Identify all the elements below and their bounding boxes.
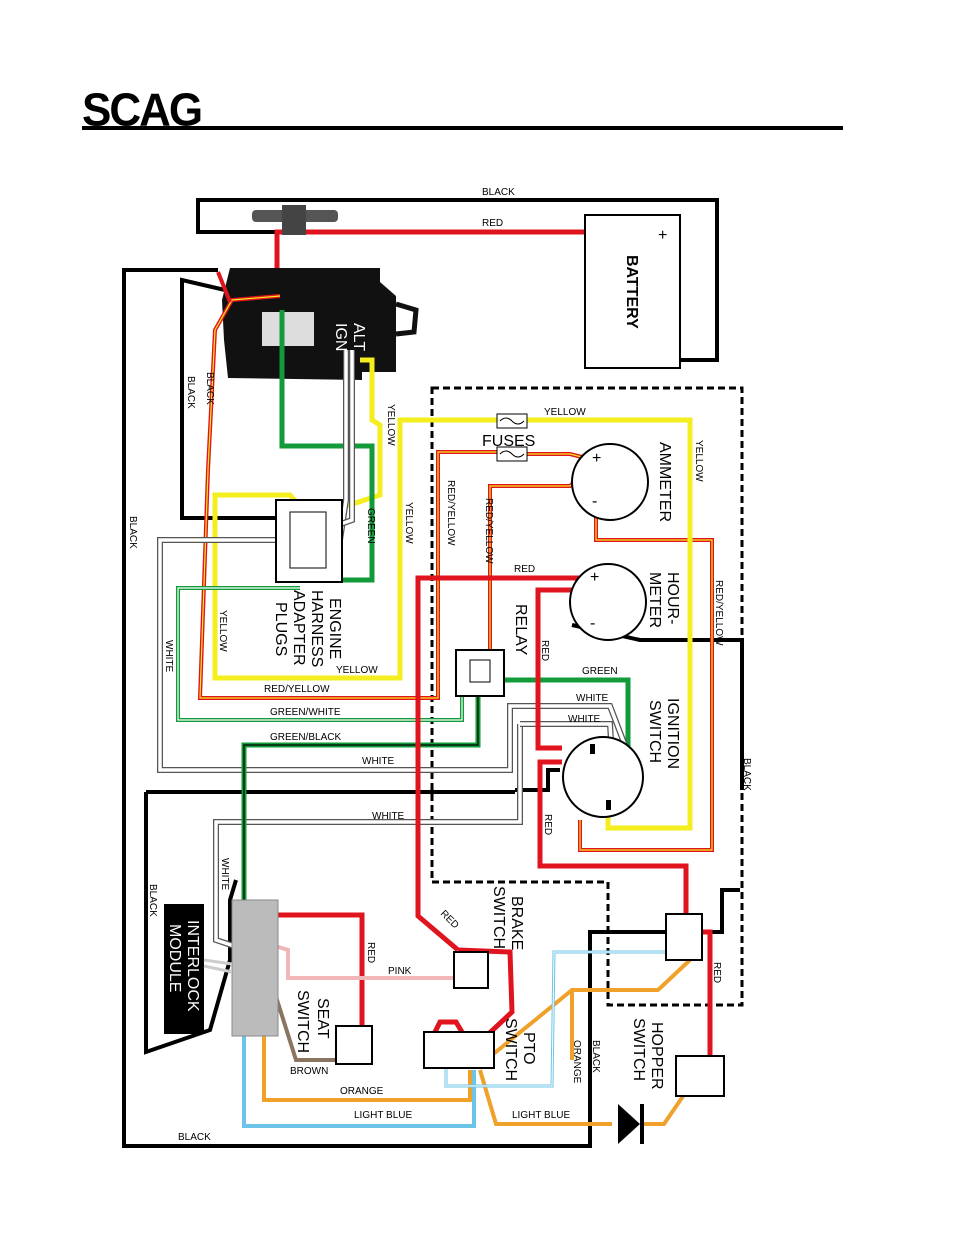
ign-label: IGN xyxy=(332,323,349,351)
label-brown: BROWN xyxy=(290,1066,328,1077)
label-red-hopper: RED xyxy=(711,962,722,983)
plug-terminal xyxy=(289,511,327,569)
label-yellow-alt: YELLOW xyxy=(385,404,396,446)
hour-label-1: HOUR- xyxy=(664,572,681,624)
label-orange: ORANGE xyxy=(340,1086,384,1097)
fuses xyxy=(496,413,528,462)
ignition-terminal-1 xyxy=(590,744,595,754)
battery-plus-icon: + xyxy=(658,227,667,244)
label-white-vert: WHITE xyxy=(219,858,230,891)
ammeter-minus-icon: - xyxy=(592,493,597,510)
label-yellow-fuse: YELLOW xyxy=(544,407,586,418)
ammeter-plus-icon: + xyxy=(592,450,601,467)
ignition-terminal-2 xyxy=(606,800,611,810)
label-red-yellow-2: RED/YELLOW xyxy=(483,498,494,564)
engine-label-3: ADAPTER xyxy=(290,590,307,666)
hour-plus-icon: + xyxy=(590,569,599,586)
green-white-wire xyxy=(176,586,464,722)
label-black-eng1: BLACK xyxy=(204,372,215,405)
alt-label: ALT xyxy=(350,323,367,351)
label-red-hour: RED xyxy=(539,640,550,661)
hopper-connector xyxy=(665,913,703,961)
brake-switch xyxy=(453,951,489,989)
label-black-top: BLACK xyxy=(482,187,515,198)
relay-label: RELAY xyxy=(512,604,529,656)
label-black-ign: BLACK xyxy=(741,758,752,791)
wire-labels: BLACK RED BLACK BLACK BLACK YELLOW GREEN… xyxy=(127,187,752,1143)
light-blue-wires xyxy=(242,950,666,1128)
label-black-inter: BLACK xyxy=(147,884,158,917)
brake-label-1: BRAKE xyxy=(508,896,525,950)
hopper-switch xyxy=(675,1055,725,1097)
label-green-white: GREEN/WHITE xyxy=(270,707,341,718)
label-red-top: RED xyxy=(482,218,503,229)
label-black-eng2: BLACK xyxy=(185,376,196,409)
pto-label-2: SWITCH xyxy=(502,1018,519,1081)
pink-wire xyxy=(271,943,460,980)
green-black-wire xyxy=(241,690,481,915)
label-black-bottom: BLACK xyxy=(178,1132,211,1143)
pto-label-1: PTO xyxy=(520,1032,537,1065)
relay xyxy=(455,649,505,697)
label-green-black: GREEN/BLACK xyxy=(270,732,341,743)
interlock-connector xyxy=(231,899,279,1037)
interlock-cable xyxy=(203,958,233,974)
label-white-left: WHITE xyxy=(163,640,174,673)
hopper-label-2: SWITCH xyxy=(630,1018,647,1081)
label-red-brake: RED xyxy=(438,908,461,931)
ignition-label-1: IGNITION xyxy=(664,698,681,769)
label-red-ign: RED xyxy=(542,814,553,835)
engine-label-2: HARNESS xyxy=(308,590,325,667)
label-red-yellow-right: RED/YELLOW xyxy=(713,580,724,646)
label-light-blue2: LIGHT BLUE xyxy=(512,1110,570,1121)
seat-switch xyxy=(335,1025,373,1065)
ignition-switch xyxy=(562,736,644,818)
hour-meter xyxy=(569,563,647,641)
label-green-ign: GREEN xyxy=(582,666,618,677)
battery-label: BATTERY xyxy=(623,255,640,329)
hopper-label-1: HOPPER xyxy=(648,1022,665,1090)
ammeter-label: AMMETER xyxy=(656,442,673,522)
header-rule xyxy=(82,126,843,130)
interlock-label-2: MODULE xyxy=(166,924,183,992)
label-white-mid: WHITE xyxy=(362,756,395,767)
label-white-ign2: WHITE xyxy=(568,714,601,725)
label-pink: PINK xyxy=(388,966,412,977)
diode-icon xyxy=(618,1104,644,1144)
fuses-label: FUSES xyxy=(482,433,535,450)
brake-label-2: SWITCH xyxy=(490,886,507,949)
engine-label-4: PLUGS xyxy=(272,602,289,656)
label-green-alt: GREEN xyxy=(365,508,376,544)
interlock-label-1: INTERLOCK xyxy=(184,920,201,1012)
label-black-pto: BLACK xyxy=(590,1040,601,1073)
label-yellow-bottom: YELLOW xyxy=(336,665,378,676)
relay-terminal xyxy=(469,659,491,683)
label-red-yellow-bottom: RED/YELLOW xyxy=(264,684,330,695)
label-red-yellow-1: RED/YELLOW xyxy=(445,480,456,546)
label-white-ign1: WHITE xyxy=(576,693,609,704)
label-black-left: BLACK xyxy=(127,516,138,549)
label-yellow-mid: YELLOW xyxy=(403,502,414,544)
control-panel-outline xyxy=(430,386,744,1007)
ammeter xyxy=(571,443,649,521)
engine-label-1: ENGINE xyxy=(326,598,343,659)
label-light-blue1: LIGHT BLUE xyxy=(354,1110,412,1121)
battery xyxy=(584,214,681,369)
seat-label-2: SWITCH xyxy=(294,990,311,1053)
label-yellow-right: YELLOW xyxy=(693,440,704,482)
label-white-low: WHITE xyxy=(372,811,405,822)
pto-switch xyxy=(423,1031,495,1069)
interlock-module-bar xyxy=(164,904,204,1034)
label-red-inter: RED xyxy=(365,942,376,963)
ignition-label-2: SWITCH xyxy=(646,700,663,763)
seat-label-1: SEAT xyxy=(314,998,331,1039)
label-orange-vert: ORANGE xyxy=(571,1040,582,1084)
hour-minus-icon: - xyxy=(590,615,595,632)
hour-label-2: METER xyxy=(646,572,663,628)
label-yellow-plug: YELLOW xyxy=(217,610,228,652)
label-red-relay: RED xyxy=(514,564,535,575)
